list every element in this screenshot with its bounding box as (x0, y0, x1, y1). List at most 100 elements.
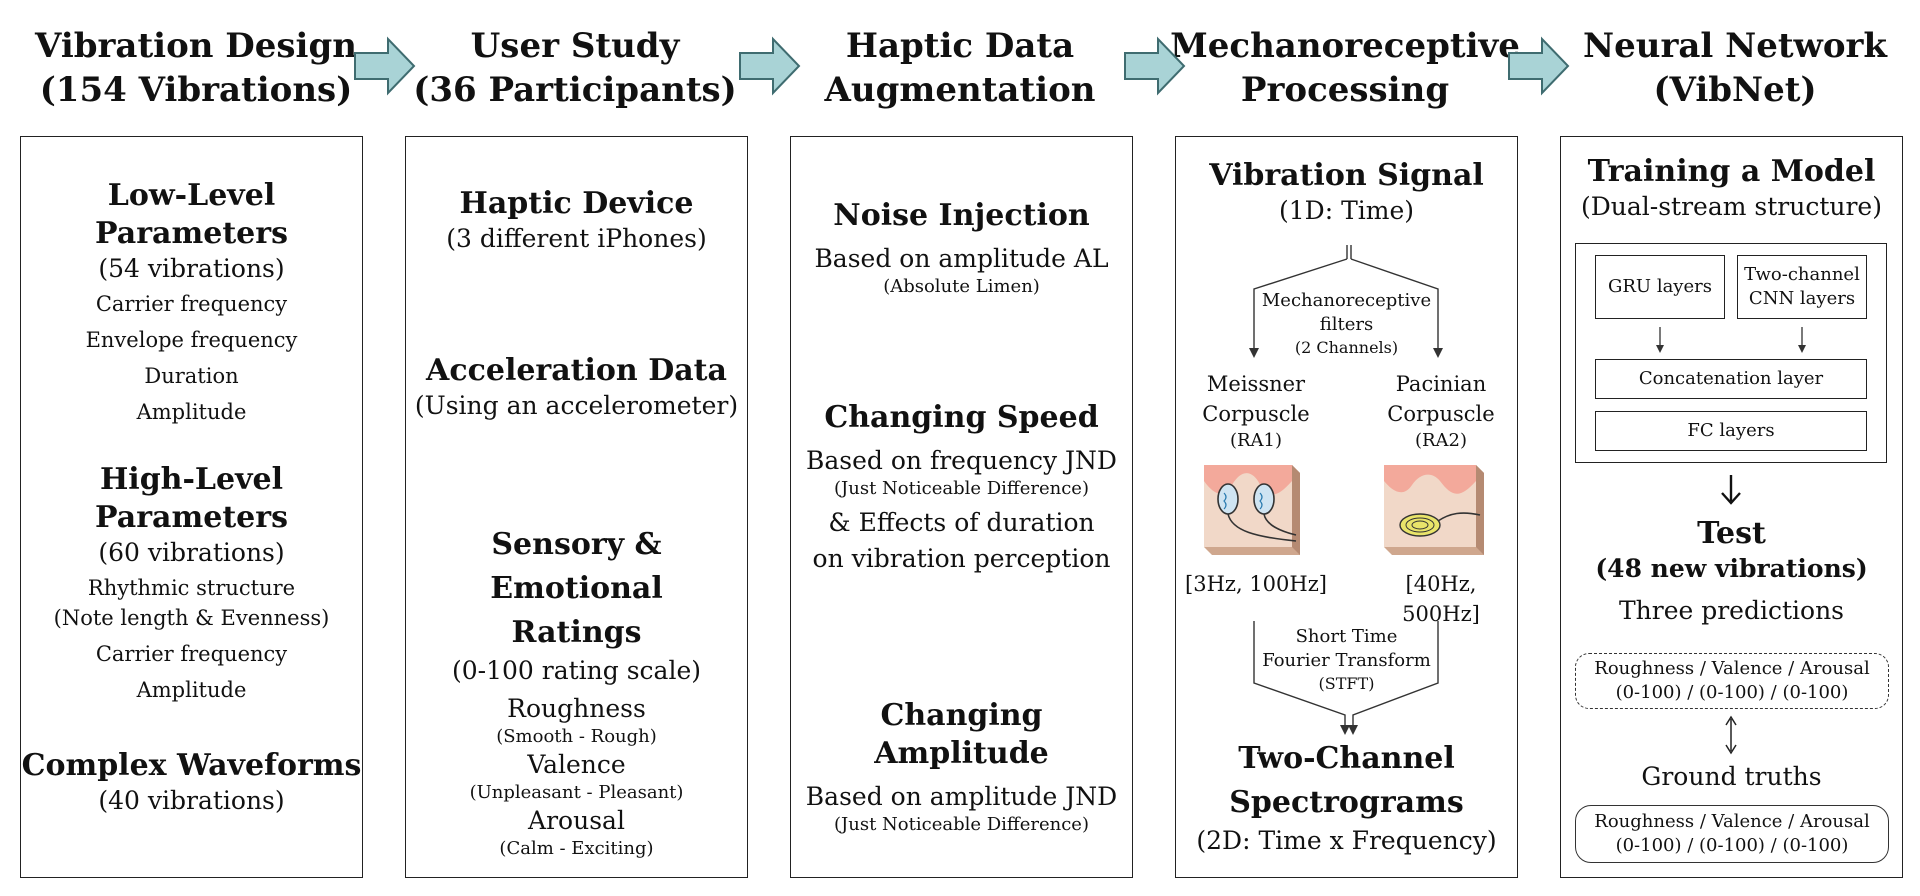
changing-amplitude-desc: Based on amplitude JND (805, 782, 1118, 811)
header-title: Vibration Design (35, 26, 357, 66)
low-level-item: Envelope frequency (85, 328, 298, 352)
panel-mechanoreceptive: Vibration Signal (1D: Time) Mechanorecep… (1175, 136, 1518, 878)
ratings-title: Ratings (511, 615, 642, 650)
high-level-title: High-Level Parameters (95, 462, 288, 535)
high-level-item: (Note length & Evenness) (53, 606, 330, 630)
header-subtitle: (VibNet) (1653, 70, 1817, 110)
header-neural-network: Neural Network (VibNet) (1555, 24, 1915, 112)
ground-truths-box: Roughness / Valence / Arousal (0-100) / … (1575, 805, 1889, 863)
high-level-item: Rhythmic structure (87, 576, 296, 600)
fc-layers-box: FC layers (1595, 411, 1867, 451)
rating-range: (Smooth - Rough) (496, 726, 657, 747)
changing-amplitude-note: (Just Noticeable Difference) (834, 814, 1089, 835)
noise-injection-note: (Absolute Limen) (883, 276, 1040, 297)
complex-waveforms-count: (40 vibrations) (98, 786, 285, 815)
acceleration-title: Acceleration Data (426, 353, 727, 388)
vibration-signal-sub: (1D: Time) (1279, 196, 1414, 225)
changing-speed-desc: Based on frequency JND (806, 446, 1117, 475)
cnn-layers-label: CNN layers (1748, 288, 1856, 309)
noise-injection-desc: Based on amplitude AL (814, 244, 1109, 273)
spectrograms-title: Spectrograms (1229, 785, 1464, 820)
pacinian-name: Corpuscle (1387, 402, 1495, 426)
training-sub: (Dual-stream structure) (1580, 192, 1882, 221)
fc-layers-label: FC layers (1687, 420, 1775, 441)
low-level-count: (54 vibrations) (98, 254, 285, 283)
rating-name: Roughness (507, 694, 646, 723)
test-title: Test (1697, 516, 1766, 551)
concatenation-layer-box: Concatenation layer (1595, 359, 1867, 399)
predictions-line: Roughness / Valence / Arousal (1594, 658, 1870, 679)
header-mechanoreceptive: Mechanoreceptive Processing (1165, 24, 1525, 112)
meissner-code: (RA1) (1229, 430, 1283, 451)
meissner-range: [3Hz, 100Hz] (1185, 572, 1327, 596)
header-subtitle: (36 Participants) (413, 70, 737, 110)
split-arrows-icon (1249, 245, 1443, 358)
header-title: Mechanoreceptive (1170, 26, 1520, 66)
flow-arrow-icon (1124, 36, 1186, 96)
panel-vibration-design: Low-Level Parameters (54 vibrations) Car… (20, 136, 363, 878)
vibration-signal-title: Vibration Signal (1209, 158, 1484, 193)
header-haptic-augmentation: Haptic Data Augmentation (780, 24, 1140, 112)
meissner-name: Corpuscle (1202, 402, 1310, 426)
cnn-layers-box: Two-channel CNN layers (1737, 255, 1867, 319)
stft-label: Fourier Transform (1262, 650, 1431, 671)
low-level-item: Amplitude (136, 400, 247, 424)
stft-arrows-icon (1253, 621, 1439, 735)
flow-arrow-icon (739, 36, 801, 96)
ratings-scale: (0-100 rating scale) (452, 656, 701, 685)
panel-user-study: Haptic Device (3 different iPhones) Acce… (405, 136, 748, 878)
flow-arrow-icon (1508, 36, 1570, 96)
gru-layers-label: GRU layers (1608, 276, 1712, 297)
filters-label: Mechanoreceptive (1261, 290, 1432, 311)
header-user-study: User Study (36 Participants) (395, 24, 755, 112)
noise-injection-title: Noise Injection (833, 198, 1090, 233)
double-arrow-icon (1725, 715, 1737, 755)
ground-truths-line: Roughness / Valence / Arousal (1594, 811, 1870, 832)
spectrograms-title: Two-Channel (1238, 741, 1455, 776)
meissner-corpuscle-icon (1204, 465, 1300, 555)
training-title: Training a Model (1587, 154, 1876, 189)
header-title: Neural Network (1583, 26, 1887, 66)
panel-neural-network: Training a Model (Dual-stream structure)… (1560, 136, 1903, 878)
complex-waveforms-title: Complex Waveforms (21, 748, 362, 783)
low-level-item: Duration (144, 364, 239, 388)
rating-name: Arousal (528, 806, 625, 835)
concatenation-layer-label: Concatenation layer (1638, 368, 1824, 389)
meissner-name: Meissner (1206, 372, 1306, 396)
test-sub: (48 new vibrations) (1595, 554, 1868, 583)
rating-range: (Unpleasant - Pleasant) (469, 782, 684, 803)
high-level-item: Amplitude (136, 678, 247, 702)
ratings-title: Sensory & Emotional (490, 527, 663, 606)
rating-name: Valence (527, 750, 626, 779)
header-title: User Study (470, 26, 680, 66)
predictions-line: (0-100) / (0-100) / (0-100) (1615, 682, 1849, 703)
acceleration-sub: (Using an accelerometer) (414, 391, 739, 420)
layer-arrows-icon (1656, 327, 1806, 353)
header-title: Haptic Data (845, 26, 1075, 66)
high-level-item: Carrier frequency (95, 642, 288, 666)
high-level-count: (60 vibrations) (98, 538, 285, 567)
changing-amplitude-title: Changing Amplitude (874, 698, 1049, 771)
filters-channels: (2 Channels) (1294, 338, 1399, 357)
cnn-layers-label: Two-channel (1744, 264, 1860, 285)
haptic-device-sub: (3 different iPhones) (446, 224, 707, 253)
flow-arrow-icon (354, 36, 416, 96)
predictions-title: Three predictions (1618, 596, 1845, 625)
stft-label: Short Time (1295, 626, 1398, 647)
spectrograms-sub: (2D: Time x Frequency) (1196, 826, 1497, 855)
changing-speed-note: (Just Noticeable Difference) (834, 478, 1089, 499)
header-vibration-design: Vibration Design (154 Vibrations) (16, 24, 376, 112)
header-subtitle: Augmentation (824, 70, 1096, 110)
model-structure-box (1575, 243, 1887, 463)
changing-speed-extra: on vibration perception (812, 544, 1111, 573)
changing-speed-title: Changing Speed (824, 400, 1099, 435)
header-subtitle: (154 Vibrations) (39, 70, 353, 110)
pacinian-code: (RA2) (1414, 430, 1468, 451)
low-level-item: Carrier frequency (95, 292, 288, 316)
predictions-box: Roughness / Valence / Arousal (0-100) / … (1575, 653, 1889, 709)
pacinian-corpuscle-icon (1384, 465, 1484, 555)
down-arrow-icon (1721, 475, 1741, 505)
filters-label: filters (1319, 314, 1374, 335)
ground-truths-line: (0-100) / (0-100) / (0-100) (1615, 835, 1849, 856)
changing-speed-extra: & Effects of duration (828, 508, 1095, 537)
